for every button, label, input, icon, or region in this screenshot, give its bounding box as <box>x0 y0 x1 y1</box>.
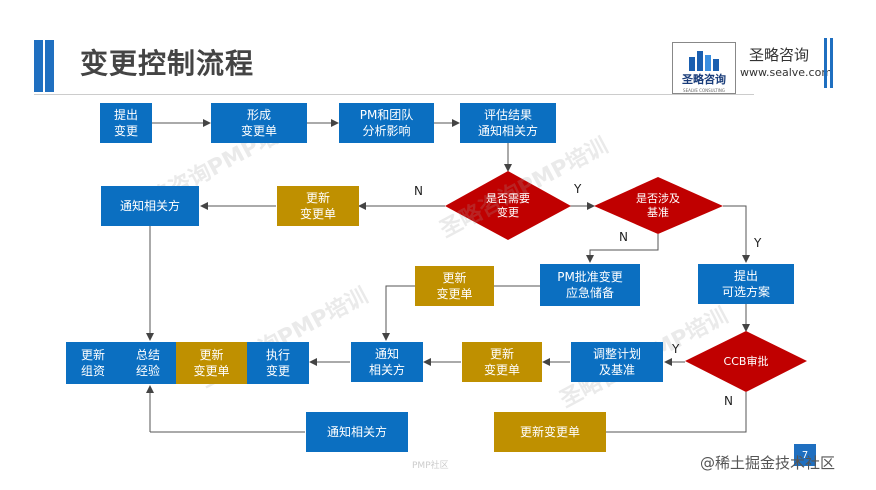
edge-label-yes: Y <box>754 236 762 250</box>
page-number: 7 <box>794 444 816 466</box>
node-update-change-request: 更新 变更单 <box>176 342 247 384</box>
node-update-change-request: 更新 变更单 <box>277 186 359 226</box>
node-pm-team-analyze: PM和团队 分析影响 <box>339 103 434 143</box>
title-divider <box>34 94 754 95</box>
arrow <box>586 234 659 263</box>
node-notify-stakeholders: 通知相关方 <box>101 186 199 226</box>
edge-label-yes: Y <box>672 342 680 356</box>
brand-logo: 圣略咨询 SEALVE CONSULTING <box>672 42 736 94</box>
edge-label-no: N <box>724 394 733 408</box>
brand-accent-bar <box>824 38 827 88</box>
decision-diamond <box>594 177 723 234</box>
node-notify-stakeholders: 通知相关方 <box>306 412 408 452</box>
footer-watermark-small: PMP社区 <box>412 461 449 471</box>
node-adjust-plan-baseline: 调整计划 及基准 <box>571 342 663 382</box>
arrow <box>723 205 750 263</box>
decision-need-change: 是否需要 变更 <box>486 192 530 219</box>
brand-accent-bar <box>830 38 833 88</box>
decision-diamond <box>685 331 807 392</box>
node-propose-change: 提出 变更 <box>100 103 152 143</box>
page-title: 变更控制流程 <box>80 47 255 80</box>
decision-involve-baseline: 是否涉及 基准 <box>636 192 680 219</box>
node-evaluate-notify: 评估结果 通知相关方 <box>460 103 556 143</box>
edge-label-no: N <box>619 230 628 244</box>
node-update-change-request: 更新 变更单 <box>462 342 542 382</box>
decision-ccb-approval: CCB审批 <box>723 355 769 368</box>
edge-label-yes: Y <box>574 182 582 196</box>
node-pm-approve-reserve: PM批准变更 应急储备 <box>540 264 640 306</box>
title-accent-bar <box>34 40 43 92</box>
node-execute-change: 执行 变更 <box>247 342 309 384</box>
node-update-change-request: 更新变更单 <box>494 412 606 452</box>
logo-buildings-icon <box>689 51 719 71</box>
node-summarize-lessons: 总结 经验 <box>120 342 176 384</box>
decision-diamond <box>445 171 571 240</box>
arrow <box>382 285 415 341</box>
node-notify-stakeholders: 通知 相关方 <box>351 342 423 382</box>
node-form-change-request: 形成 变更单 <box>211 103 307 143</box>
brand-name: 圣略咨询 <box>749 46 810 64</box>
title-accent-bar <box>45 40 54 92</box>
edge-label-no: N <box>414 184 423 198</box>
node-update-org-assets: 更新 组资 <box>66 342 120 384</box>
footer-site-watermark: @稀土掘金技术社区 <box>700 454 836 472</box>
node-update-change-request: 更新 变更单 <box>415 266 494 306</box>
logo-subtext: SEALVE CONSULTING <box>683 88 725 93</box>
logo-text: 圣略咨询 <box>682 73 726 86</box>
connector <box>606 392 747 433</box>
node-propose-options: 提出 可选方案 <box>698 264 794 304</box>
brand-url: www.sealve.com <box>740 66 833 79</box>
